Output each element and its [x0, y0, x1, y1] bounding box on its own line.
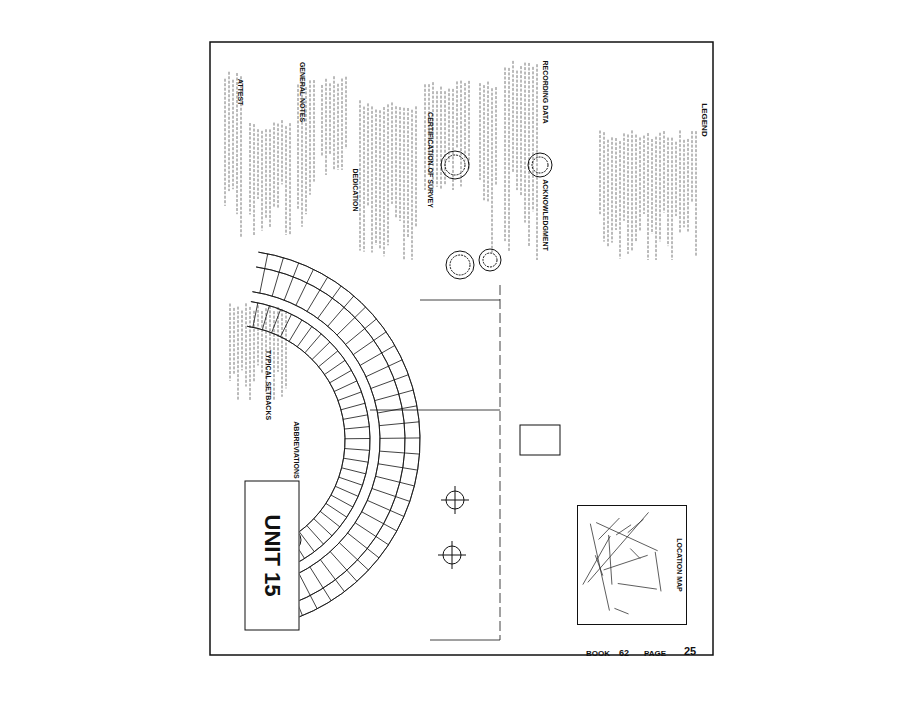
section-heading: RECORDING DATA	[542, 60, 549, 123]
map-title: LOCATION MAP	[673, 506, 686, 624]
book-page-stamp: PAGE	[644, 649, 666, 658]
book-page-stamp: 25	[684, 645, 696, 657]
vicinity-sketch	[582, 509, 666, 623]
sheet-border	[210, 42, 713, 655]
book-page-stamp: BOOK	[586, 649, 610, 658]
seals	[279, 151, 560, 569]
section-heading: LEGEND	[700, 103, 709, 136]
section-heading: GENERAL NOTES	[299, 62, 306, 122]
book-page-stamp: 62	[619, 648, 629, 658]
section-heading: ABBREVIATIONS	[293, 421, 300, 478]
location-map: LOCATION MAP	[577, 505, 687, 625]
section-heading: TYPICAL SETBACKS	[265, 350, 272, 420]
section-heading: ACKNOWLEDGMENT	[542, 179, 549, 251]
section-heading: CERTIFICATION OF SURVEY	[427, 112, 434, 208]
fine-print	[225, 61, 696, 400]
title-block: UNIT 15	[245, 480, 300, 630]
section-heading: DEDICATION	[352, 168, 359, 211]
section-heading: ATTEST	[237, 79, 244, 106]
subdivision-title: UNIT 15	[256, 508, 288, 602]
